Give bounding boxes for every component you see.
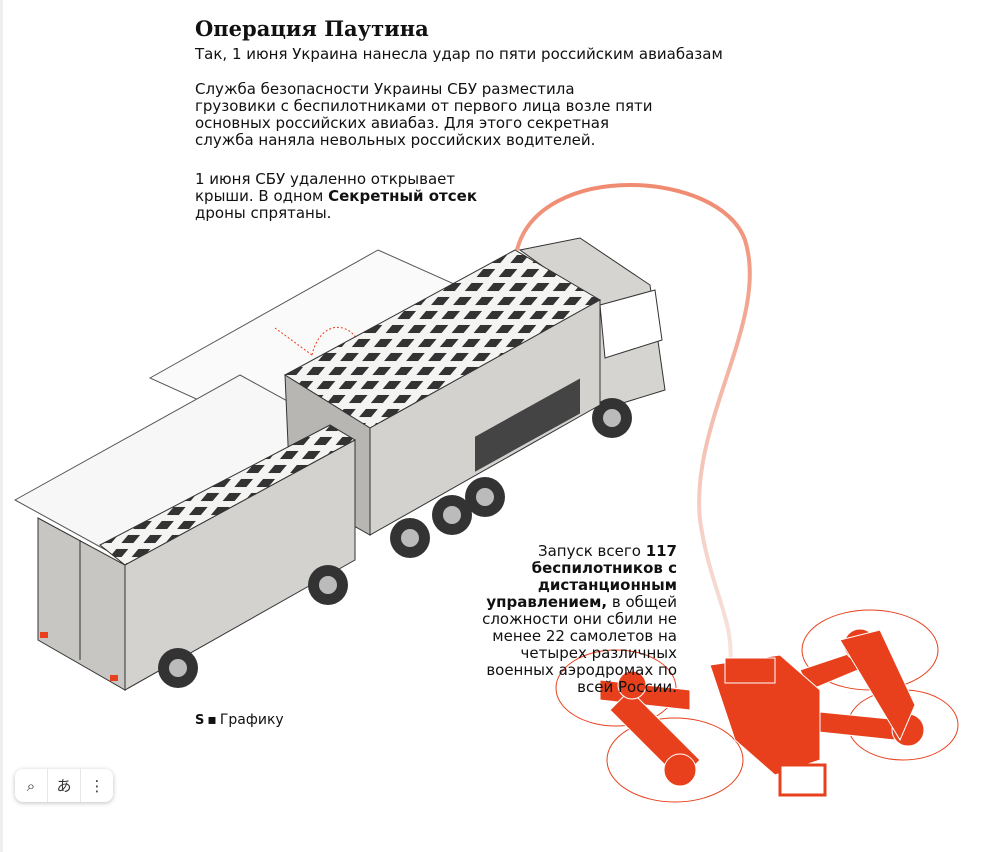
text: 1 июня СБУ удаленно открывает крыши. В о… xyxy=(195,170,456,205)
translate-icon[interactable]: あ xyxy=(48,769,81,802)
trailer-rear xyxy=(37,517,126,691)
bold-text: Секретный отсек xyxy=(328,187,477,205)
intro-paragraph: Служба безопасности Украины СБУ размести… xyxy=(195,80,653,149)
more-options-icon[interactable]: ⋮ xyxy=(89,776,105,795)
credit: S▪Графику xyxy=(195,712,284,728)
bullet: ▪ xyxy=(207,712,217,728)
credit-text: Графику xyxy=(219,712,284,728)
source-logo-icon: S xyxy=(195,712,205,728)
text: дроны спрятаны. xyxy=(195,204,332,222)
text: в общей сложности они сбили не менее 22 … xyxy=(482,593,677,696)
drone xyxy=(555,609,959,803)
lens-search-icon[interactable]: ⌕ xyxy=(15,769,48,802)
flight-path xyxy=(515,183,752,666)
launch-caption: Запуск всего 117 беспилотников с дистанц… xyxy=(460,543,677,696)
roof-paragraph: 1 июня СБУ удаленно открывает крыши. В о… xyxy=(195,171,515,222)
bold-text: 117 беспилотников с дистанционным управл… xyxy=(486,542,677,611)
image-toolbar: ⌕ あ ⋮ xyxy=(15,769,113,802)
page-title: Операция Паутина xyxy=(195,16,429,41)
scrollbar-edge xyxy=(0,0,3,852)
text: Запуск всего xyxy=(537,542,646,560)
page-subtitle: Так, 1 июня Украина нанесла удар по пяти… xyxy=(195,45,723,63)
